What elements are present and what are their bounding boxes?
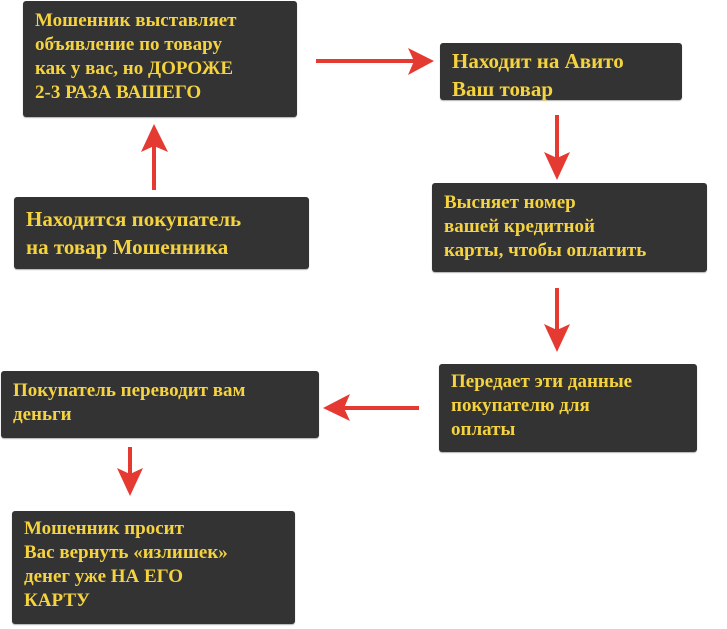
arrow-up-icon bbox=[141, 124, 168, 190]
arrow-down-icon bbox=[544, 288, 570, 352]
step-scammer-posts-ad: Мошенник выставляет объявление по товару… bbox=[23, 1, 297, 117]
step-buyer-pays: Покупатель переводит вам деньги bbox=[1, 371, 319, 438]
step-buyer-found: Находится покупатель на товар Мошенника bbox=[14, 197, 309, 269]
arrow-right-icon bbox=[316, 48, 434, 75]
arrow-down-icon bbox=[117, 447, 143, 496]
step-passes-data: Передает эти данные покупателю для оплат… bbox=[439, 364, 697, 452]
arrow-down-icon bbox=[544, 115, 570, 180]
step-asks-card-number: Высняет номер вашей кредитной карты, что… bbox=[432, 183, 707, 272]
arrow-left-icon bbox=[323, 394, 419, 421]
step-finds-on-avito: Находит на Авито Ваш товар bbox=[440, 43, 682, 101]
step-scammer-asks-refund: Мошенник просит Вас вернуть «излишек» де… bbox=[12, 511, 295, 624]
